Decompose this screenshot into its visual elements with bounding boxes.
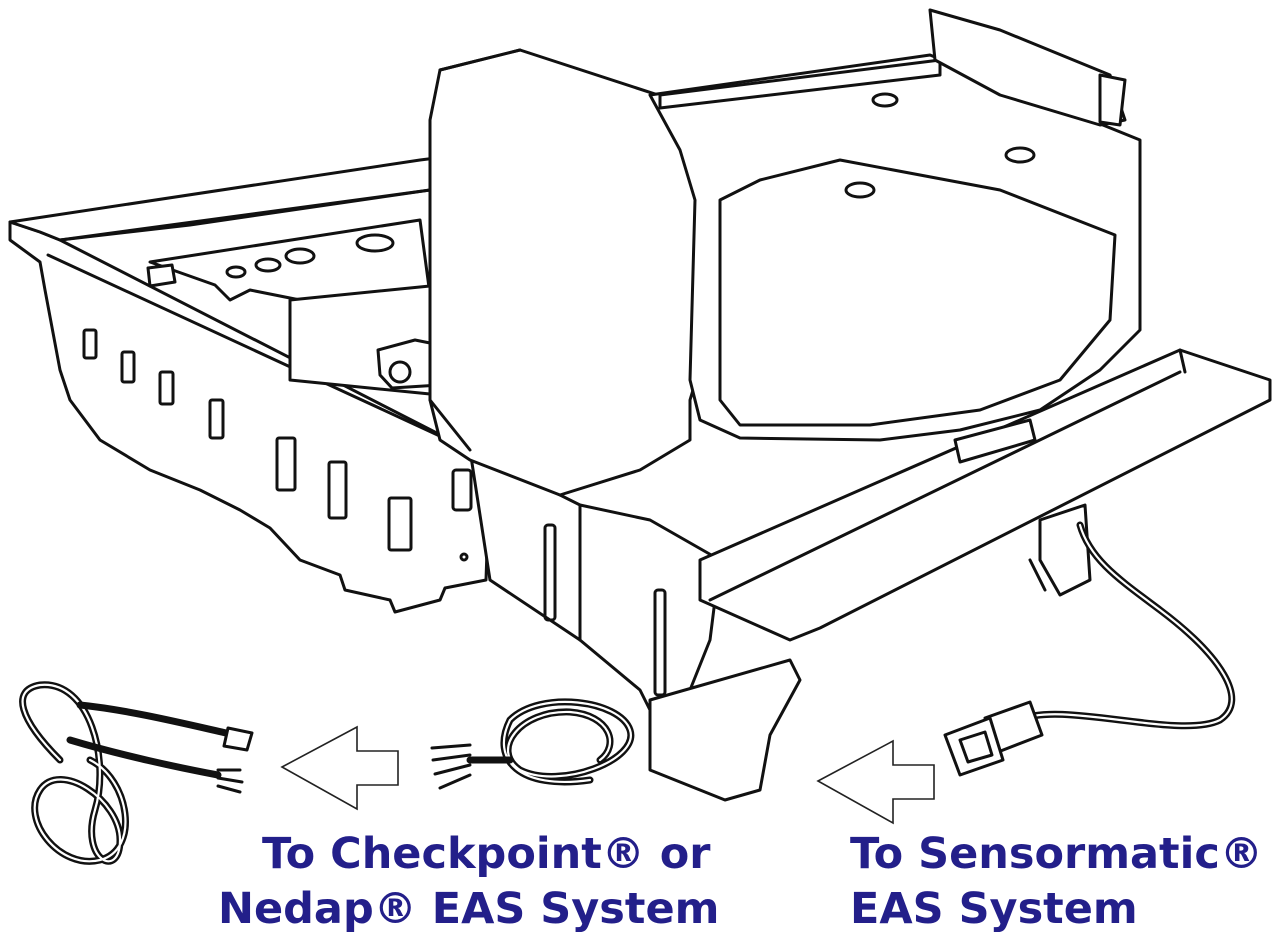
- sensormatic-label-line1: To Sensormatic®: [850, 829, 1263, 879]
- left-arrow-icon: [816, 739, 935, 825]
- scanner-scale-illustration: [8, 8, 1272, 802]
- eas-cable-flying-leads: [430, 698, 635, 790]
- checkpoint-nedap-label-line1: To Checkpoint® or: [262, 829, 711, 879]
- eas-cable-rj45: [19, 681, 254, 865]
- sensormatic-cable-connector: [943, 521, 1236, 777]
- left-arrow-icon: [280, 725, 399, 811]
- checkpoint-nedap-label-line2: Nedap® EAS System: [218, 884, 720, 934]
- sensormatic-label-line2: EAS System: [850, 884, 1138, 934]
